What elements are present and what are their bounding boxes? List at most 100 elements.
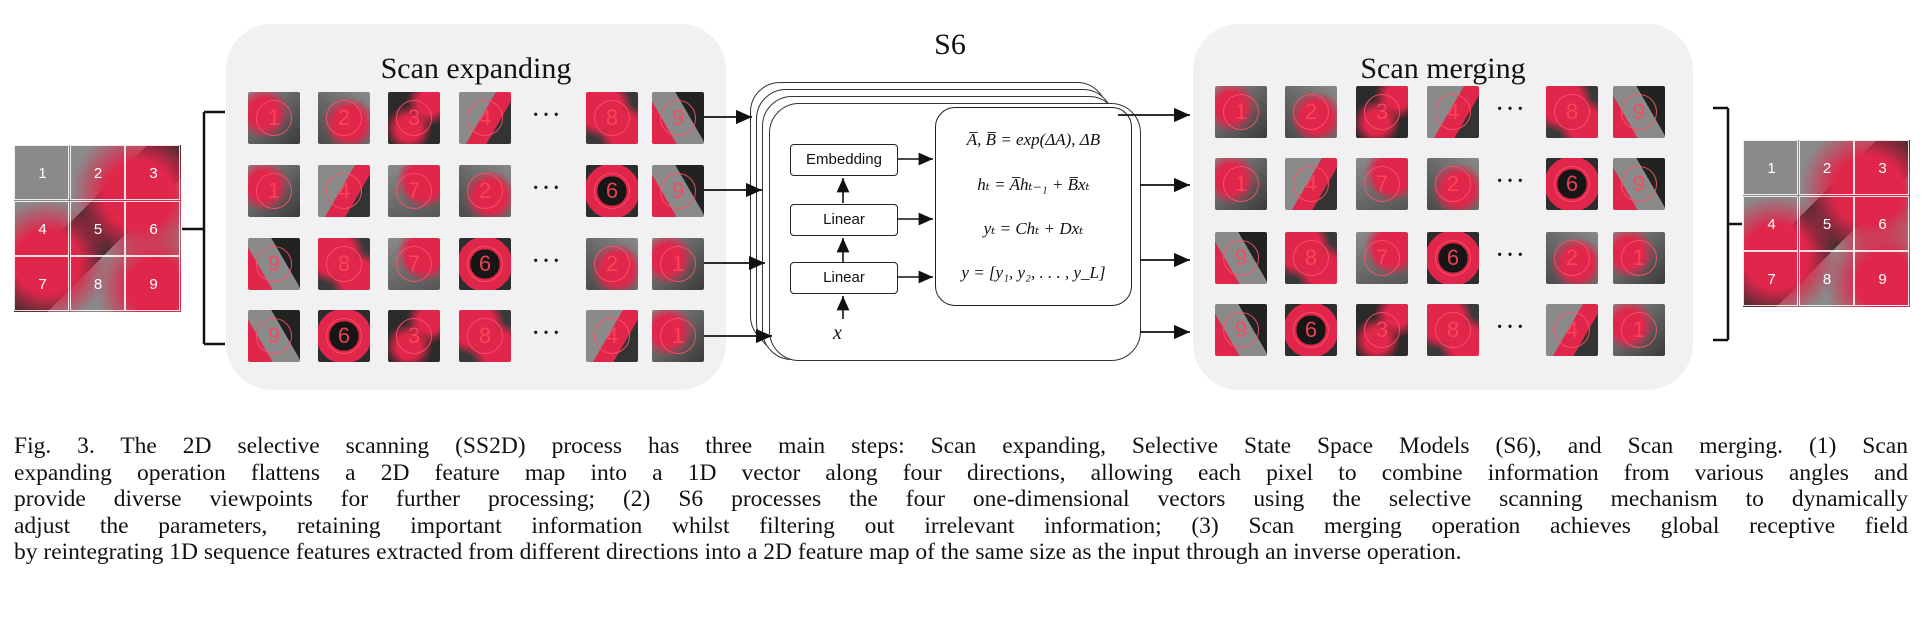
tile-circle-icon bbox=[1621, 94, 1657, 130]
tile-number: 2 bbox=[478, 178, 492, 203]
tile-number: 6 bbox=[1446, 245, 1460, 270]
tile-circle-icon bbox=[1554, 94, 1590, 130]
input-x-label: x bbox=[833, 322, 842, 344]
tile-number: 3 bbox=[1375, 99, 1389, 124]
tile-number: 9 bbox=[267, 251, 281, 276]
s6-equations-box: A̅, B̅ = exp(ΔA), ΔB hₜ = A̅hₜ₋₁ + B̅xₜ … bbox=[935, 107, 1132, 306]
tile-circle-icon bbox=[326, 246, 362, 282]
merging-row-1-tile-1: 1 bbox=[1215, 86, 1267, 138]
cell-number: 8 bbox=[93, 276, 103, 293]
cell-number: 8 bbox=[1822, 271, 1832, 288]
cell-number: 6 bbox=[149, 220, 158, 238]
cell-number: 3 bbox=[1878, 160, 1887, 177]
tile-circle-icon bbox=[396, 100, 432, 136]
linear-block-top: Linear bbox=[790, 204, 898, 236]
figure-caption: Fig. 3. The 2D selective scanning (SS2D)… bbox=[14, 433, 1908, 566]
tile-circle-icon bbox=[1554, 312, 1590, 348]
expanding-row-1-tile-6: 9 bbox=[652, 92, 704, 144]
tile-number: 3 bbox=[407, 323, 421, 348]
tile-number: 1 bbox=[671, 251, 685, 276]
merging-row-1-tile-5: 8 bbox=[1546, 86, 1598, 138]
tile-number: 9 bbox=[671, 178, 685, 203]
expanding-row-2-tile-5: 6 bbox=[586, 165, 638, 217]
tile-number: 1 bbox=[671, 323, 685, 348]
merging-row-2-tile-4: 2 bbox=[1427, 158, 1479, 210]
merging-row-1-ellipsis: ··· bbox=[1495, 94, 1526, 125]
tile-circle-icon bbox=[1293, 94, 1329, 130]
tile-number: 2 bbox=[605, 251, 619, 276]
merging-row-4-tile-5: 4 bbox=[1546, 304, 1598, 356]
output-map-cell-3: 3 bbox=[1854, 140, 1909, 195]
tile-circle-icon bbox=[1364, 166, 1400, 202]
tile-number: 2 bbox=[337, 105, 351, 130]
tile-number: 4 bbox=[1446, 99, 1460, 124]
tile-circle-icon bbox=[660, 246, 696, 282]
tile-number: 8 bbox=[337, 251, 351, 276]
embedding-block: Embedding bbox=[790, 144, 898, 176]
tile-number: 8 bbox=[478, 323, 492, 348]
s6-title: S6 bbox=[934, 28, 966, 61]
tile-circle-icon bbox=[1293, 240, 1329, 276]
tile-circle-icon bbox=[1554, 240, 1590, 276]
input-map-cell-9: 9 bbox=[125, 256, 180, 311]
cell-number: 5 bbox=[93, 220, 103, 238]
expanding-row-4-tile-3: 3 bbox=[388, 310, 440, 362]
tile-number: 1 bbox=[1234, 171, 1248, 196]
tile-number: 2 bbox=[1565, 245, 1579, 270]
merging-row-3-tile-3: 7 bbox=[1356, 232, 1408, 284]
tile-circle-icon bbox=[326, 173, 362, 209]
tile-circle-icon bbox=[1223, 166, 1259, 202]
tile-circle-icon bbox=[1435, 312, 1471, 348]
tile-circle-icon bbox=[1621, 312, 1657, 348]
merging-row-3-tile-6: 1 bbox=[1613, 232, 1665, 284]
merging-row-2-tile-3: 7 bbox=[1356, 158, 1408, 210]
caption-line-1: Fig. 3. The 2D selective scanning (SS2D)… bbox=[14, 433, 1908, 459]
merging-row-4-tile-4: 8 bbox=[1427, 304, 1479, 356]
tile-circle-icon bbox=[1293, 312, 1329, 348]
tile-number: 6 bbox=[337, 323, 351, 348]
input-map-cell-4: 4 bbox=[14, 200, 69, 256]
merging-row-3-tile-5: 2 bbox=[1546, 232, 1598, 284]
merging-row-3-tile-1: 9 bbox=[1215, 232, 1267, 284]
merging-row-2-ellipsis: ··· bbox=[1495, 166, 1526, 197]
tile-number: 1 bbox=[1234, 99, 1248, 124]
tile-circle-icon bbox=[660, 173, 696, 209]
scan-expanding-title: Scan expanding bbox=[380, 52, 572, 85]
input-map-cell-7: 7 bbox=[14, 256, 69, 311]
tile-number: 6 bbox=[605, 178, 619, 203]
merging-row-1-tile-2: 2 bbox=[1285, 86, 1337, 138]
cell-number: 2 bbox=[93, 165, 103, 182]
linear-block-bottom: Linear bbox=[790, 262, 898, 294]
tile-circle-icon bbox=[1621, 240, 1657, 276]
cell-number: 2 bbox=[1822, 160, 1832, 177]
tile-number: 9 bbox=[671, 105, 685, 130]
expanding-row-1-tile-1: 1 bbox=[248, 92, 300, 144]
expanding-row-3-tile-6: 1 bbox=[652, 238, 704, 290]
tile-number: 9 bbox=[1632, 99, 1646, 124]
expanding-row-1-ellipsis: ··· bbox=[531, 100, 562, 131]
cell-number: 4 bbox=[38, 220, 47, 238]
tile-circle-icon bbox=[467, 100, 503, 136]
tile-number: 6 bbox=[1304, 317, 1318, 342]
merging-row-2-tile-2: 4 bbox=[1285, 158, 1337, 210]
tile-number: 6 bbox=[478, 251, 492, 276]
tile-number: 4 bbox=[1565, 317, 1579, 342]
expanding-row-4-ellipsis: ··· bbox=[531, 318, 562, 349]
tile-circle-icon bbox=[467, 173, 503, 209]
merging-row-2-tile-1: 1 bbox=[1215, 158, 1267, 210]
expanding-row-4-tile-2: 6 bbox=[318, 310, 370, 362]
expanding-row-4-tile-6: 1 bbox=[652, 310, 704, 362]
cell-number: 7 bbox=[1767, 271, 1776, 288]
tile-circle-icon bbox=[594, 246, 630, 282]
tile-number: 6 bbox=[1565, 171, 1579, 196]
expanding-row-2-tile-1: 1 bbox=[248, 165, 300, 217]
tile-number: 2 bbox=[1304, 99, 1318, 124]
cell-number: 1 bbox=[1767, 160, 1776, 177]
output-map-cell-8: 8 bbox=[1798, 251, 1854, 306]
merging-row-4-tile-1: 9 bbox=[1215, 304, 1267, 356]
expanding-row-1-tile-3: 3 bbox=[388, 92, 440, 144]
tile-circle-icon bbox=[1364, 240, 1400, 276]
expanding-row-3-tile-3: 7 bbox=[388, 238, 440, 290]
tile-circle-icon bbox=[1435, 166, 1471, 202]
caption-line-5: by reintegrating 1D sequence features ex… bbox=[14, 539, 1462, 565]
